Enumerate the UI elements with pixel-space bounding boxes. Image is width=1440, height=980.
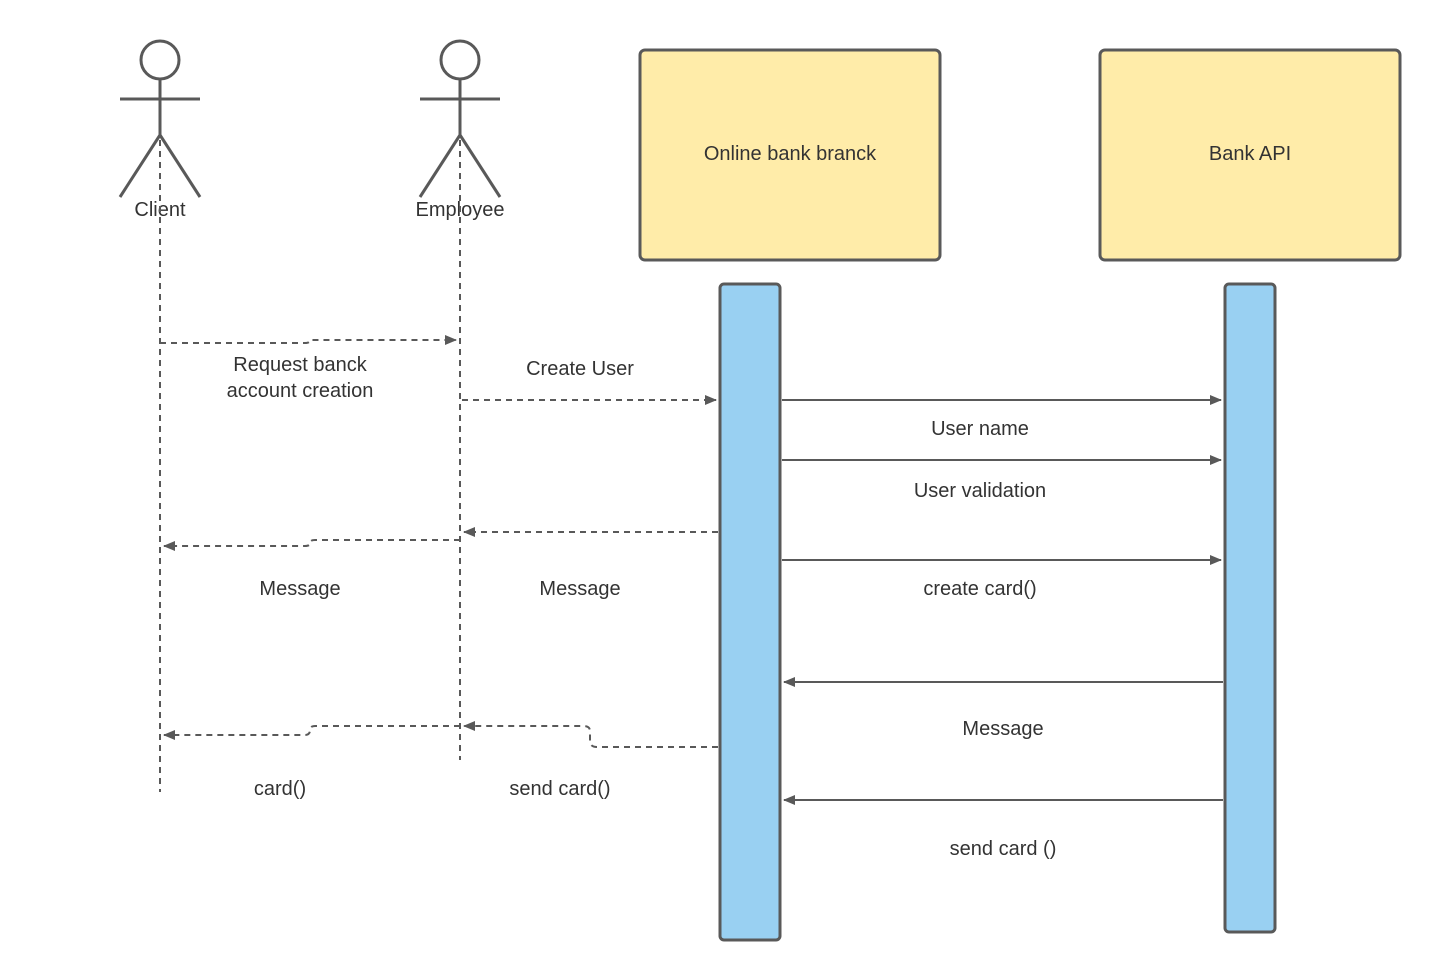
- message-to-client-label: Message: [259, 578, 340, 600]
- send-card-from-api-label: send card (): [950, 838, 1057, 860]
- bank-api-activation-bar[interactable]: [1223, 282, 1277, 934]
- message-to-client-arrow[interactable]: [163, 539, 460, 551]
- request-account-label-line2: account creation: [227, 380, 374, 402]
- employee-actor[interactable]: [418, 39, 502, 198]
- send-card-to-employee-arrow[interactable]: [463, 721, 718, 748]
- card-to-client-label: card(): [254, 778, 306, 800]
- create-card-label: create card(): [923, 578, 1036, 600]
- send-card-to-employee-label: send card(): [509, 778, 610, 800]
- employee-head-icon: [439, 39, 481, 81]
- message-to-employee-label: Message: [539, 578, 620, 600]
- client-head-icon: [139, 39, 181, 81]
- online-branch-label: Online bank branck: [704, 143, 877, 165]
- user-name-label: User name: [931, 418, 1029, 440]
- card-to-client-arrow[interactable]: [163, 725, 460, 740]
- message-from-api-label: Message: [962, 718, 1043, 740]
- client-left-leg: [118, 134, 162, 198]
- user-validation-label: User validation: [914, 480, 1046, 502]
- online-branch-activation-bar[interactable]: [718, 282, 782, 942]
- bank-api-label: Bank API: [1209, 143, 1291, 165]
- employee-left-leg: [418, 134, 462, 198]
- client-actor[interactable]: [118, 39, 202, 198]
- employee-right-leg: [458, 134, 502, 198]
- bank-api-box[interactable]: [1098, 48, 1402, 262]
- client-right-leg: [158, 134, 202, 198]
- create-user-label: Create User: [526, 358, 634, 380]
- request-account-arrow[interactable]: [160, 335, 457, 345]
- online-branch-box[interactable]: [638, 48, 942, 262]
- request-account-label-line1: Request banck: [233, 354, 367, 376]
